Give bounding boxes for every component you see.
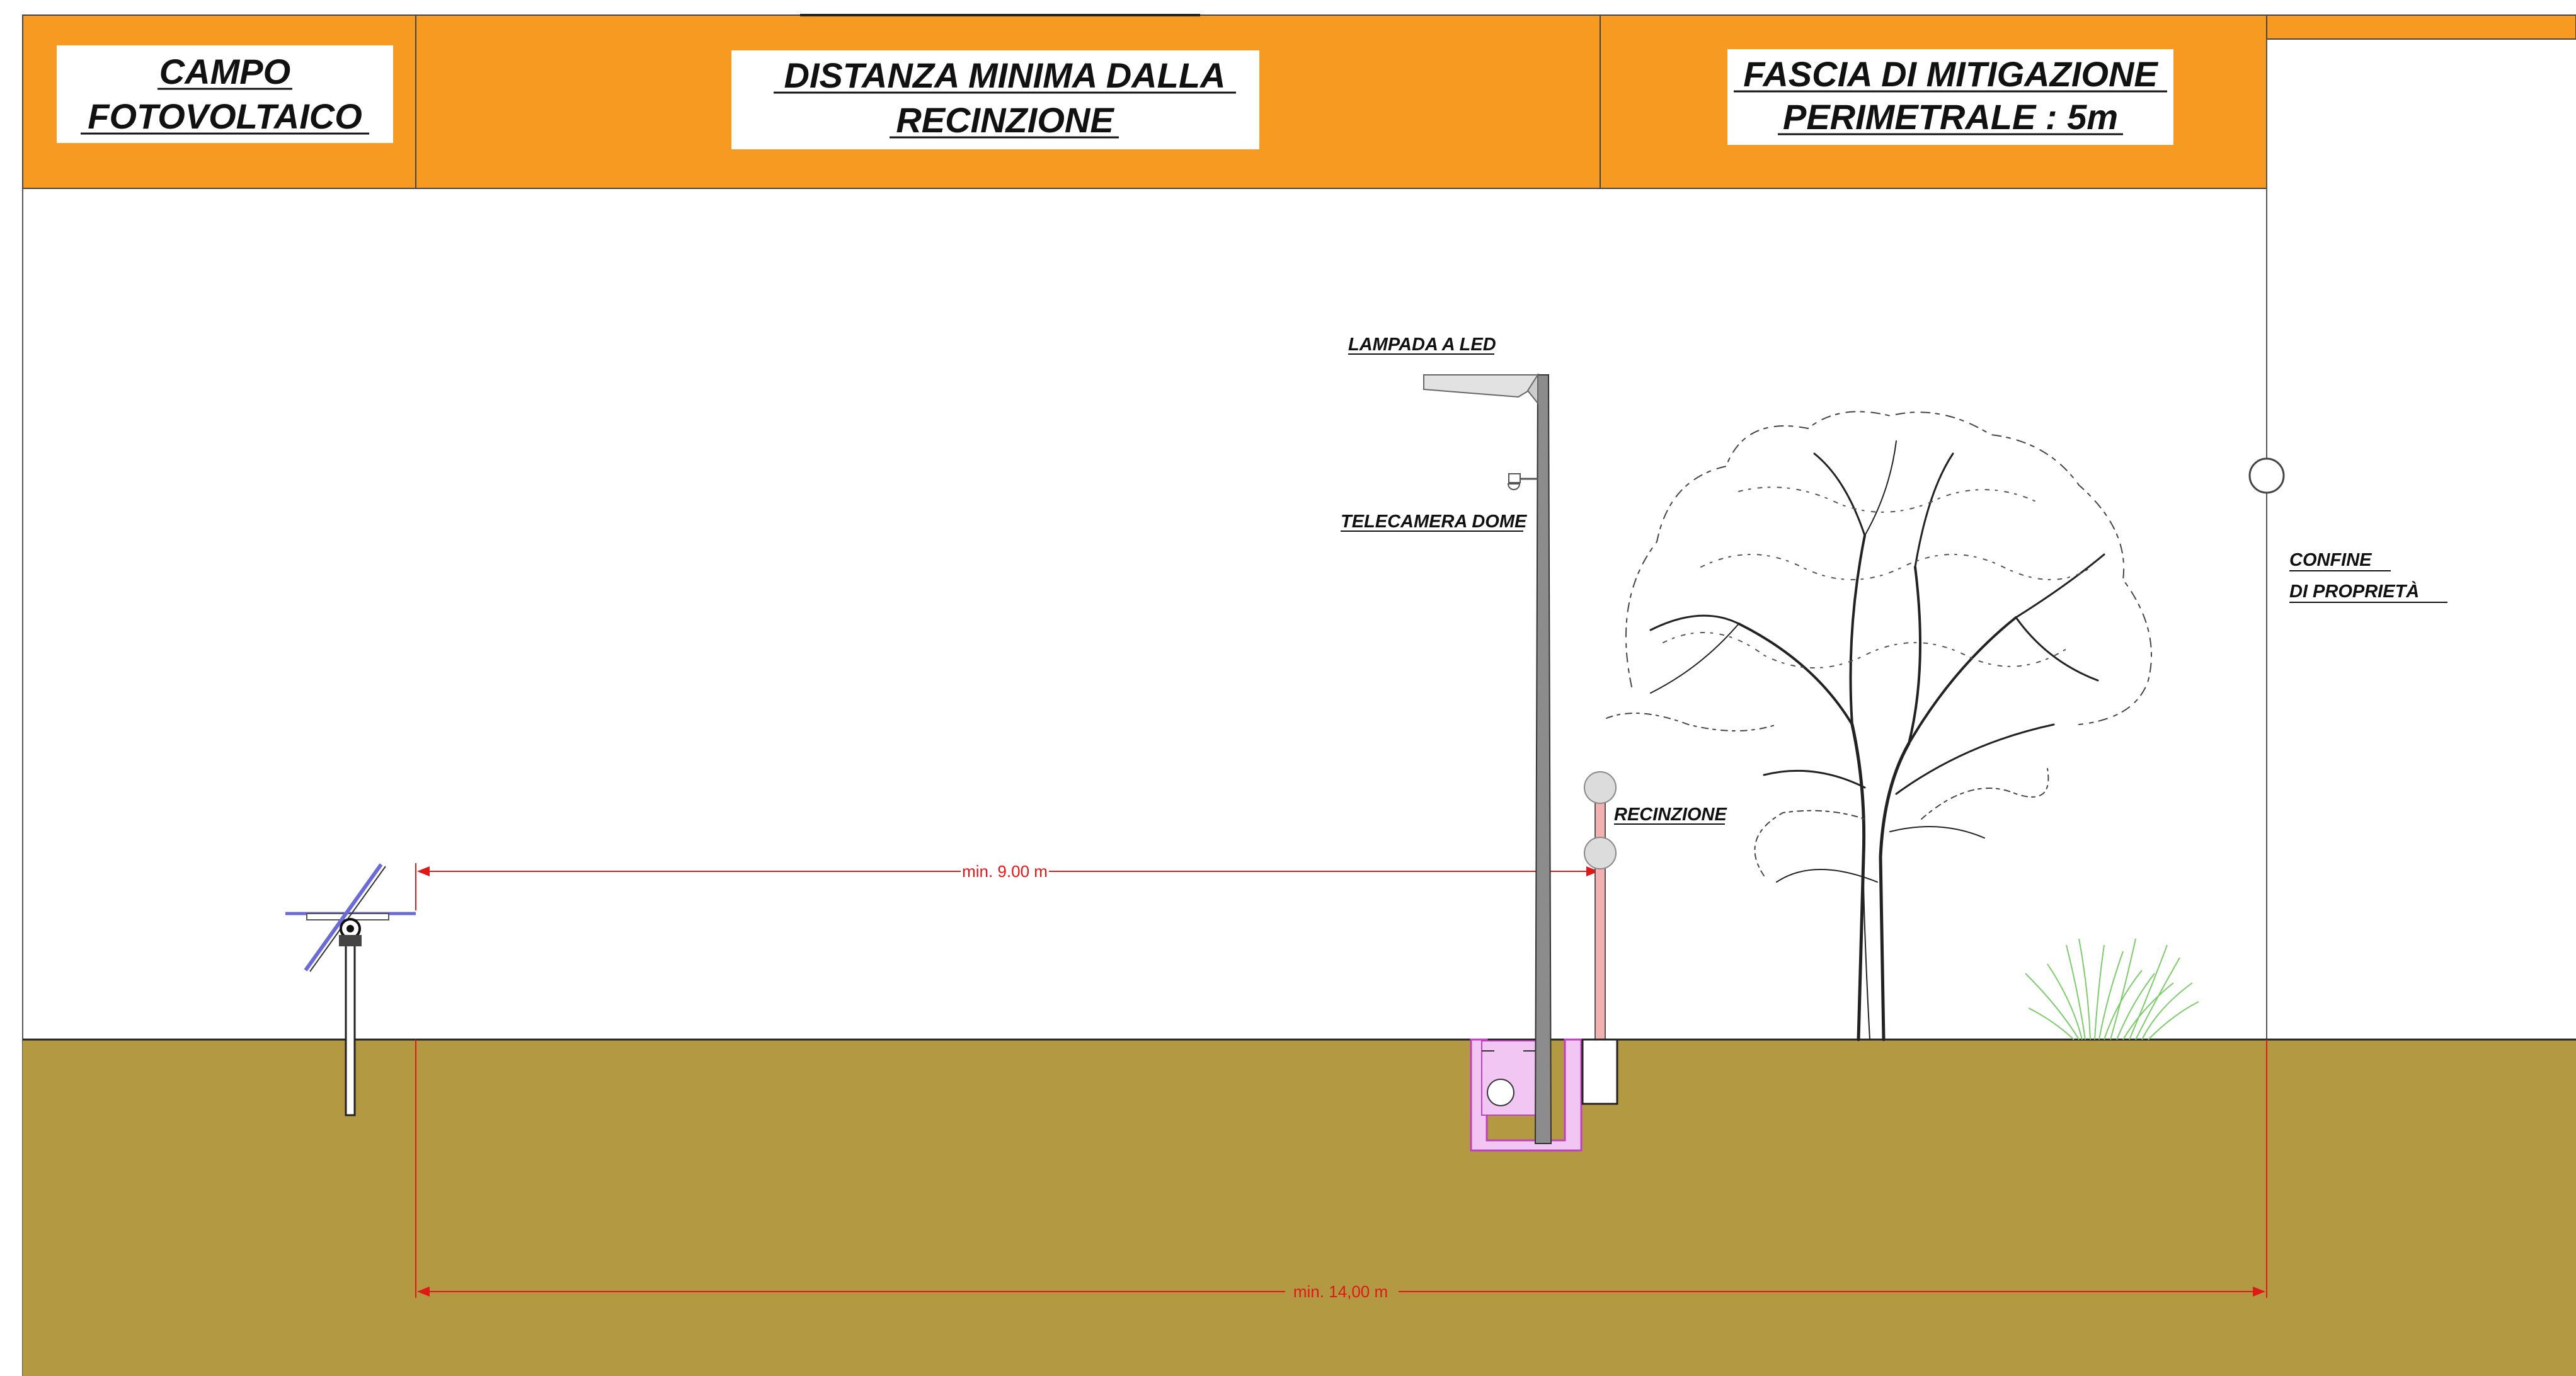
property-boundary-marker (2248, 457, 2285, 494)
ground (23, 1040, 2576, 1376)
header-fascia-mitigazione: FASCIA DI MITIGAZIONE PERIMETRALE : 5m (1727, 49, 2173, 145)
label-boundary-line2: DI PROPRIETÀ (2289, 581, 2419, 602)
lamp-post-icon (1423, 372, 1552, 1144)
header-title-line2: FOTOVOLTAICO (88, 96, 362, 136)
header-title-line1: DISTANZA MINIMA DALLA (784, 55, 1226, 95)
dimension-label: min. 14,00 m (1293, 1282, 1388, 1301)
label-lamp: LAMPADA A LED (1348, 335, 1496, 355)
label-lamp-text: LAMPADA A LED (1348, 335, 1496, 355)
solar-tracker-icon (285, 863, 416, 1116)
header-distanza-minima: DISTANZA MINIMA DALLA RECINZIONE (731, 50, 1259, 149)
fence-post-icon (1581, 771, 1618, 1105)
label-camera-text: TELECAMERA DOME (1341, 512, 1528, 532)
header-campo-fotovoltaico: CAMPO FOTOVOLTAICO (57, 45, 393, 143)
dimension-strip-width: min. 14,00 m (415, 1040, 2267, 1301)
header-title-line2: RECINZIONE (896, 100, 1114, 140)
label-boundary: CONFINE DI PROPRIETÀ (2289, 550, 2447, 603)
label-fence-text: RECINZIONE (1614, 805, 1728, 825)
cable-trench-icon (1470, 1038, 1583, 1152)
header-title-line1: FASCIA DI MITIGAZIONE (1743, 54, 2158, 94)
label-fence: RECINZIONE (1614, 805, 1728, 825)
label-boundary-line1: CONFINE (2289, 550, 2373, 570)
tree-icon (1606, 411, 2152, 1041)
dimension-fence-distance: min. 9.00 m (415, 862, 1599, 910)
label-camera: TELECAMERA DOME (1341, 512, 1528, 532)
dimension-label: min. 9.00 m (962, 862, 1048, 881)
header-title-line2: PERIMETRALE : 5m (1783, 97, 2118, 137)
header-title-line1: CAMPO (159, 52, 290, 91)
grass-icon (2025, 938, 2199, 1040)
dome-camera-icon (1507, 473, 1538, 490)
